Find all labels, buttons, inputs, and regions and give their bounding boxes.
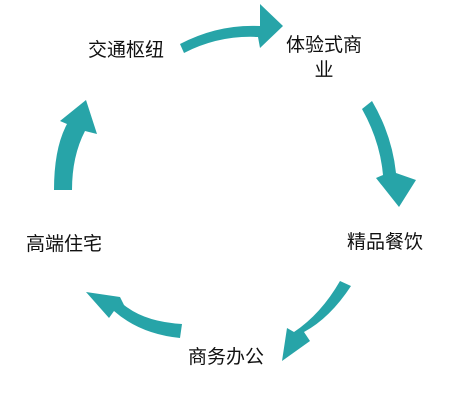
node-business-office: 商务办公 [188, 346, 265, 368]
node-transport-hub: 交通枢纽 [88, 39, 165, 61]
arrow-transport-to-experience [180, 4, 283, 53]
node-high-end-residence: 高端住宅 [26, 233, 103, 255]
node-experiential-commerce: 体验式商业 [285, 34, 362, 81]
node-fine-dining: 精品餐饮 [347, 231, 424, 253]
arrow-office-to-residence [86, 292, 182, 338]
arrow-dining-to-office [282, 281, 351, 361]
arrow-experience-to-dining [362, 101, 416, 207]
arrow-residence-to-transport [54, 100, 97, 190]
